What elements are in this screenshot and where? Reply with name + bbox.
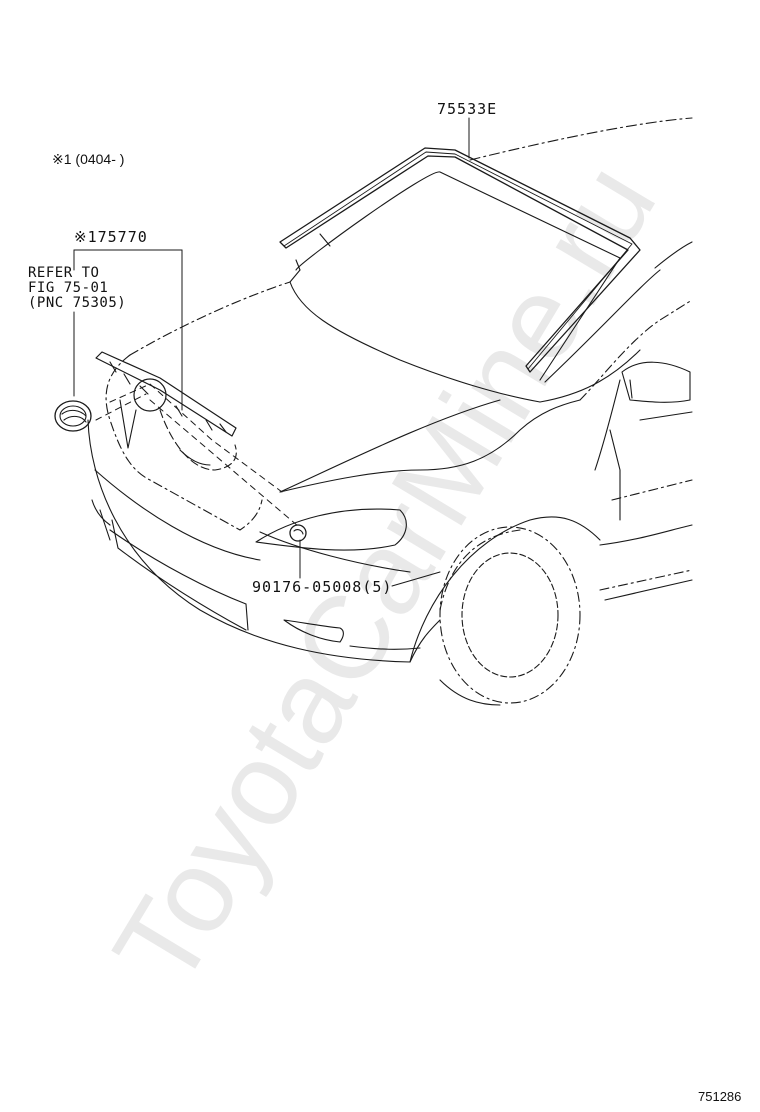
refer-line-2: FIG 75-01: [28, 280, 109, 296]
roof-outline: [469, 117, 693, 269]
hood-outline: [129, 269, 641, 493]
windshield-glass: [295, 171, 661, 383]
label-clip: 90176-05008(5): [252, 578, 393, 596]
grille-area: [105, 354, 407, 551]
windshield-molding: [279, 147, 641, 373]
label-hood-part: ※175770: [74, 228, 148, 246]
label-windshield-molding: 75533E: [437, 100, 498, 118]
applicability-note: ※1 (0404- ): [52, 151, 125, 167]
callout-lines: [73, 117, 470, 587]
hood-emblem-bracket: [95, 351, 237, 471]
front-emblem: [54, 400, 92, 432]
front-wheel: [409, 516, 601, 706]
body-side: [579, 299, 693, 601]
front-bumper: [87, 419, 441, 663]
figure-number: 751286: [698, 1089, 742, 1104]
refer-line-1: REFER TO: [28, 265, 100, 281]
refer-line-3: (PNC 75305): [28, 295, 127, 311]
clip-fastener: [289, 524, 307, 542]
